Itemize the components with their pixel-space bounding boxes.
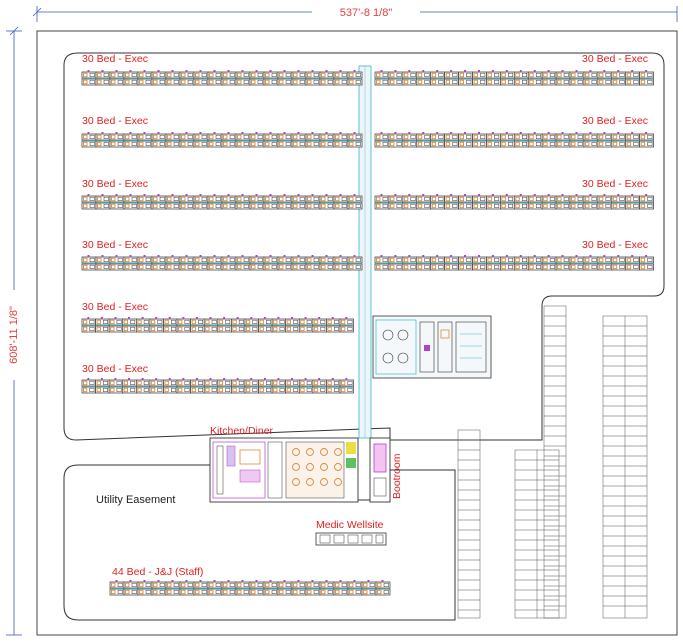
staff-camp-label: 44 Bed - J&J (Staff) (112, 566, 203, 578)
utility-easement-label: Utility Easement (96, 494, 175, 506)
row5-left-label: 30 Bed - Exec (82, 301, 148, 313)
width-dimension: 537'-8 1/8" (32, 6, 678, 22)
medic-wellsite: Medic Wellsite (315, 519, 387, 546)
bootroom-label: Bootroom (391, 453, 403, 499)
recreation-building (372, 315, 492, 379)
site-boundary (36, 30, 678, 636)
kitchen-diner-building: Kitchen/Diner (209, 425, 359, 503)
row3-right-label: 30 Bed - Exec (582, 178, 648, 190)
parking-area (457, 305, 648, 619)
dorm-row-5: 30 Bed - Exec (82, 301, 354, 332)
medic-label: Medic Wellsite (316, 519, 384, 531)
dorm-row-6: 30 Bed - Exec (82, 363, 354, 393)
dorm-row-3: 30 Bed - Exec 30 Bed - Exec (82, 178, 654, 209)
row1-right-label: 30 Bed - Exec (582, 53, 648, 65)
row3-left-label: 30 Bed - Exec (82, 178, 148, 190)
bootroom-building: Bootroom (369, 437, 403, 503)
row1-left-label: 30 Bed - Exec (82, 53, 148, 65)
row4-right-label: 30 Bed - Exec (582, 239, 648, 251)
kitchen-label: Kitchen/Diner (210, 425, 274, 437)
dorm-row-2: 30 Bed - Exec 30 Bed - Exec (82, 115, 654, 147)
row2-right-label: 30 Bed - Exec (582, 115, 648, 127)
staff-camp: 44 Bed - J&J (Staff) (110, 566, 390, 595)
row2-left-label: 30 Bed - Exec (82, 115, 148, 127)
row6-left-label: 30 Bed - Exec (82, 363, 148, 375)
dorm-row-4: 30 Bed - Exec 30 Bed - Exec (82, 239, 654, 270)
camp-pad-outline (63, 52, 665, 441)
lower-pad-outline (63, 464, 456, 621)
dorm-row-1: 30 Bed - Exec 30 Bed - Exec (82, 53, 654, 85)
width-dimension-label: 537'-8 1/8" (340, 7, 393, 19)
central-corridor (358, 65, 372, 439)
height-dimension: 608'-11 1/8" (6, 26, 22, 636)
height-dimension-label: 608'-11 1/8" (8, 306, 20, 364)
row4-left-label: 30 Bed - Exec (82, 239, 148, 251)
